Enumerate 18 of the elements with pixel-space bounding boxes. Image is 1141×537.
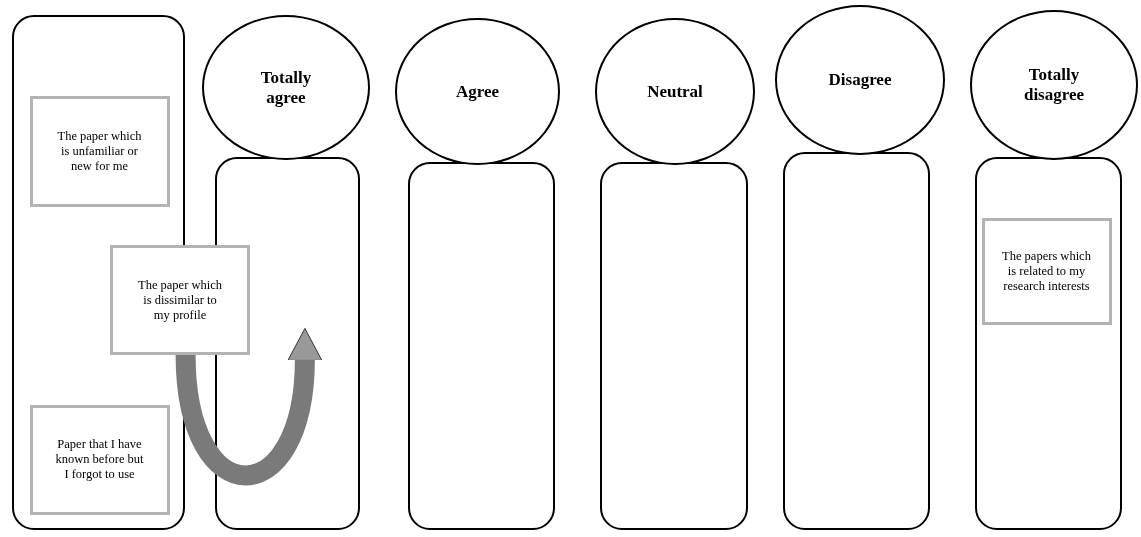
column-heading: Totally disagree bbox=[1022, 65, 1086, 105]
column-heading: Agree bbox=[455, 81, 500, 102]
column-panel bbox=[408, 162, 555, 530]
text-box bbox=[29, 95, 170, 207]
text-box bbox=[29, 404, 170, 515]
box-text: The paper which is unfamiliar or new for me bbox=[56, 128, 143, 174]
box-text: The paper which is dissimilar to my profile bbox=[137, 277, 223, 323]
text-box bbox=[110, 245, 250, 355]
column-heading: Neutral bbox=[647, 81, 703, 102]
curved-arrow bbox=[175, 328, 323, 486]
box-text: The papers which is related to my research interests bbox=[1001, 248, 1092, 294]
column-heading: Totally agree bbox=[259, 67, 313, 108]
column-panel bbox=[600, 162, 748, 530]
column-panel bbox=[783, 152, 930, 530]
column-heading: Disagree bbox=[828, 70, 892, 90]
column-panel bbox=[975, 157, 1122, 530]
text-box bbox=[981, 217, 1112, 325]
box-text: Paper that I have known before but I forgot to use bbox=[54, 437, 145, 482]
